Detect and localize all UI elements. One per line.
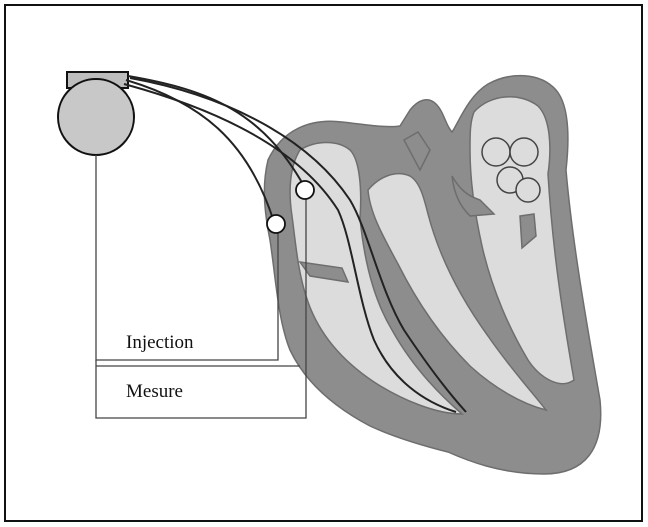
electrode-measure [296,181,314,199]
electrode-injection [267,215,285,233]
injection-label: Injection [126,332,194,354]
mesure-label: Mesure [126,381,183,403]
pacemaker-body [58,79,134,155]
vessel-opening [516,178,540,202]
vessel-opening [510,138,538,166]
vessel-opening [482,138,510,166]
